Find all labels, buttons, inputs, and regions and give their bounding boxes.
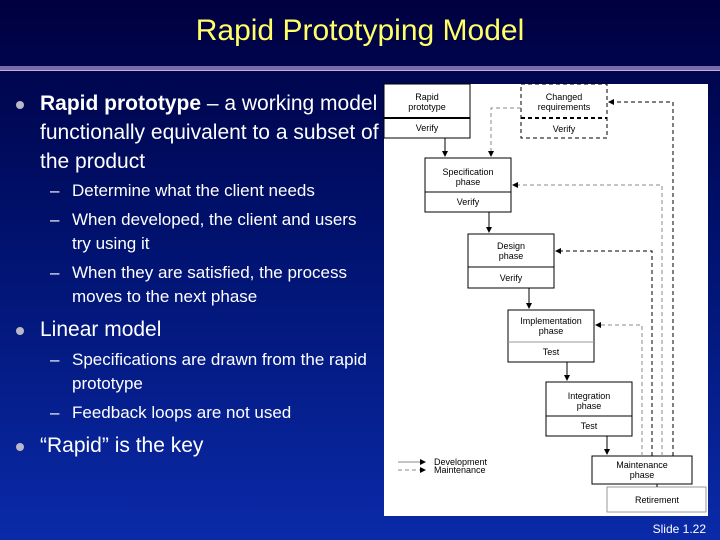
sub-bullet: – xyxy=(50,403,60,422)
bullet-rapid-key: “Rapid” is the key xyxy=(40,434,204,457)
implementation-box xyxy=(507,309,595,363)
sub-bullet: – xyxy=(50,210,60,229)
box-label: Design xyxy=(497,241,525,251)
box-label: phase xyxy=(456,177,481,187)
specification-box xyxy=(424,157,512,213)
legend-maintenance: Maintenance xyxy=(434,465,486,475)
box-label: Test xyxy=(543,347,560,357)
slide-number: Slide 1.22 xyxy=(652,522,706,536)
bullet-icon xyxy=(16,101,24,109)
box-label: phase xyxy=(499,251,524,261)
box-label: Verify xyxy=(416,123,439,133)
sub-bullet-text: Feedback loops are not used xyxy=(72,403,292,422)
bullet-icon xyxy=(16,327,24,335)
bullet-linear-model: Linear model xyxy=(40,318,162,341)
box-label: Specification xyxy=(442,167,493,177)
sub-bullet: – xyxy=(50,263,60,282)
diagram-panel xyxy=(384,84,708,516)
box-label: phase xyxy=(577,401,602,411)
box-label: Integration xyxy=(568,391,611,401)
box-label: Implementation xyxy=(520,316,582,326)
changed-requirements-box xyxy=(520,83,608,139)
design-box xyxy=(467,233,555,289)
box-label: Rapid xyxy=(415,92,439,102)
box-label: Retirement xyxy=(635,495,680,505)
box-label: Verify xyxy=(553,124,576,134)
sub-bullet-text: When they are satisfied, the process mov… xyxy=(72,263,347,306)
sub-bullet-text: Specifications are drawn from the rapid … xyxy=(72,350,367,393)
box-label: Maintenance xyxy=(616,460,668,470)
box-label: phase xyxy=(630,470,655,480)
box-label: prototype xyxy=(408,102,446,112)
bullet-icon xyxy=(16,443,24,451)
sub-bullet-text: Determine what the client needs xyxy=(72,181,315,200)
legend-development: Development xyxy=(434,457,488,467)
bullet-rapid-prototype: Rapid prototype – a working model functi… xyxy=(40,92,379,173)
title-divider xyxy=(0,66,720,71)
box-label: Changed xyxy=(546,92,583,102)
sub-bullet: – xyxy=(50,181,60,200)
box-label: Verify xyxy=(500,273,523,283)
sub-bullet: – xyxy=(50,350,60,369)
integration-box xyxy=(545,381,633,437)
rapid-prototype-box xyxy=(383,83,471,139)
box-label: Verify xyxy=(457,197,480,207)
slide-title: Rapid Prototyping Model xyxy=(195,14,525,47)
box-label: phase xyxy=(539,326,564,336)
box-label: requirements xyxy=(538,102,591,112)
box-label: Test xyxy=(581,421,598,431)
sub-bullet-text: When developed, the client and users try… xyxy=(72,210,357,253)
